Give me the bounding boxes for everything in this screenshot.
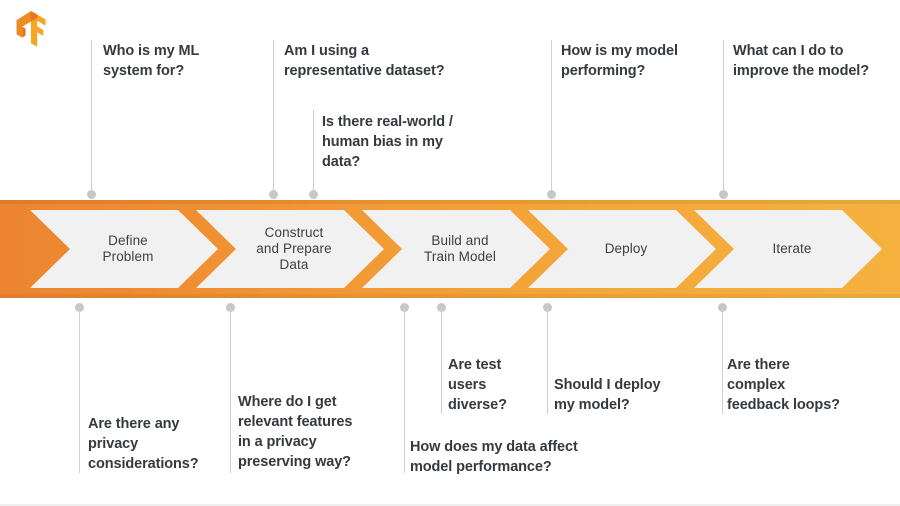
callout-test-users-diverse: Are test users diverse?	[448, 357, 507, 413]
leader-line-bottom-4	[441, 308, 442, 414]
callout-real-world-human-bias: Is there real-world / human bias in my d…	[322, 114, 453, 170]
step-iterate[interactable]: Iterate	[694, 210, 882, 288]
leader-line-bottom-1	[79, 308, 80, 473]
leader-line-top-3	[313, 110, 314, 194]
leader-dot-top-5	[719, 190, 728, 199]
step-construct-prepare-data[interactable]: Construct and Prepare Data	[196, 210, 384, 288]
leader-dot-top-3	[309, 190, 318, 199]
leader-line-bottom-2	[230, 308, 231, 473]
leader-dot-bottom-6	[718, 303, 727, 312]
step-label-construct-prepare-data: Construct and Prepare Data	[256, 225, 332, 272]
leader-line-top-4	[551, 40, 552, 194]
leader-dot-top-1	[87, 190, 96, 199]
leader-line-bottom-6	[722, 308, 723, 414]
callout-data-affect-performance: How does my data affect model performanc…	[410, 439, 578, 475]
leader-line-top-2	[273, 40, 274, 194]
step-deploy[interactable]: Deploy	[528, 210, 716, 288]
leader-dot-top-2	[269, 190, 278, 199]
leader-dot-bottom-3	[400, 303, 409, 312]
step-label-iterate: Iterate	[772, 241, 812, 256]
callout-relevant-features-privacy: Where do I get relevant features in a pr…	[238, 394, 353, 470]
leader-line-bottom-5	[547, 308, 548, 414]
callout-privacy-considerations: Are there any privacy considerations?	[88, 416, 199, 472]
callout-representative-dataset: Am I using a representative dataset?	[284, 43, 445, 79]
callout-how-is-my-model-performing: How is my model performing?	[561, 43, 678, 79]
callout-who-is-my-ml-system-for: Who is my ML system for?	[103, 43, 200, 79]
leader-line-top-1	[91, 40, 92, 194]
callout-complex-feedback-loops: Are there complex feedback loops?	[727, 357, 840, 413]
leader-dot-bottom-4	[437, 303, 446, 312]
leader-dot-bottom-2	[226, 303, 235, 312]
callout-improve-the-model: What can I do to improve the model?	[733, 43, 869, 79]
callout-should-i-deploy: Should I deploy my model?	[554, 377, 661, 413]
leader-dot-top-4	[547, 190, 556, 199]
band-bottom-shade	[0, 294, 900, 298]
process-band: Define Problem Construct and Prepare Dat…	[0, 200, 900, 298]
step-label-deploy: Deploy	[604, 241, 648, 256]
tensorflow-logo	[16, 11, 46, 47]
band-top-shade	[0, 200, 900, 204]
leader-dot-bottom-5	[543, 303, 552, 312]
step-build-train-model[interactable]: Build and Train Model	[362, 210, 550, 288]
leader-line-bottom-3	[404, 308, 405, 473]
step-label-build-train-model: Build and Train Model	[424, 233, 496, 264]
step-define-problem[interactable]: Define Problem	[30, 210, 218, 288]
leader-line-top-5	[723, 40, 724, 194]
leader-dot-bottom-1	[75, 303, 84, 312]
step-label-define-problem: Define Problem	[102, 233, 154, 264]
